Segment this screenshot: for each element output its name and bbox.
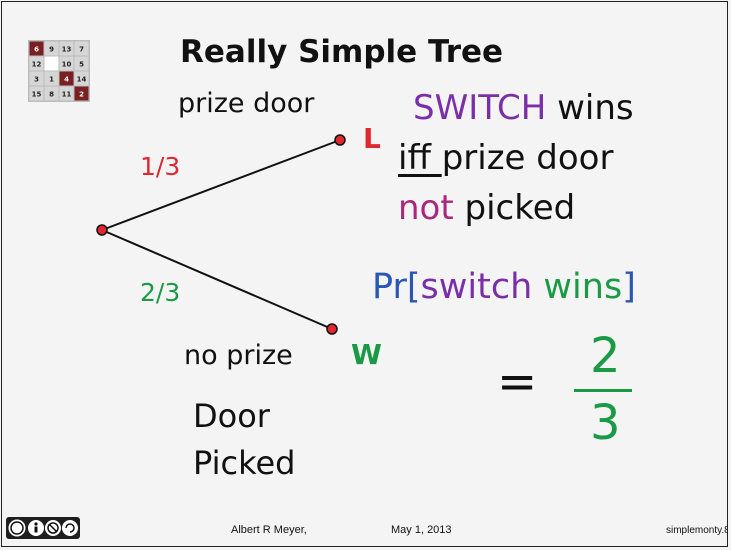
- rule-line-2: iff prize door: [398, 138, 613, 178]
- bottom-branch-label: no prize: [184, 340, 293, 371]
- bottom-outcome-label: W: [351, 338, 382, 371]
- rule-not-word: not: [398, 188, 454, 228]
- tree-branch-top: [101, 139, 341, 231]
- puzzle-tile-label: 10: [62, 61, 72, 69]
- fraction-bar: [574, 389, 632, 392]
- rule-line-1: SWITCH wins: [413, 88, 634, 128]
- puzzle-tile: [74, 41, 89, 56]
- probability-expression: Pr[switch wins]: [372, 267, 636, 307]
- pr-close: ]: [622, 267, 636, 307]
- tree-root-node: [96, 224, 108, 236]
- puzzle-tile-label: 14: [77, 76, 87, 84]
- top-branch-label: prize door: [178, 88, 315, 119]
- puzzle-tile-label: 5: [79, 61, 84, 69]
- puzzle-tile-label: 4: [64, 76, 69, 84]
- rule-prize-door: prize door: [441, 138, 614, 178]
- bottom-branch-probability: 2/3: [140, 278, 181, 307]
- footer-author: Albert R Meyer,: [231, 524, 307, 536]
- puzzle-tile: [59, 56, 74, 71]
- pr-switch-word: switch: [420, 267, 533, 307]
- pr-wins-word: wins: [543, 267, 623, 307]
- puzzle-tile: [29, 56, 44, 71]
- puzzle-tile: [74, 86, 89, 101]
- tree-leaf-top-node: [334, 134, 346, 146]
- puzzle-tile: [44, 86, 59, 101]
- creative-commons-by-nc-sa-icon: [6, 517, 80, 539]
- puzzle-tile-label: 7: [79, 46, 84, 54]
- rule-switch-word: SWITCH: [413, 88, 547, 128]
- slide-title: Really Simple Tree: [180, 34, 504, 70]
- puzzle-tile: [74, 71, 89, 86]
- rule-wins-word: wins: [546, 88, 634, 128]
- puzzle-tile: [44, 71, 59, 86]
- top-outcome-label: L: [363, 122, 381, 155]
- puzzle-tile-label: 6: [34, 46, 39, 54]
- puzzle-tile: [74, 56, 89, 71]
- pr-space: [532, 267, 543, 307]
- tree-leaf-bottom-node: [326, 323, 338, 335]
- footer-date: May 1, 2013: [391, 524, 452, 536]
- root-label-line2: Picked: [193, 444, 296, 482]
- puzzle-tile: [29, 86, 44, 101]
- rule-line-3: not picked: [398, 188, 575, 228]
- puzzle-tile: [59, 71, 74, 86]
- fraction-numerator: 2: [590, 328, 621, 384]
- pr-open: Pr[: [372, 267, 421, 307]
- rule-picked-word: picked: [453, 188, 576, 228]
- puzzle-tile-label: 2: [79, 91, 84, 99]
- fraction-denominator: 3: [590, 395, 621, 451]
- puzzle-tile-label: 3: [34, 76, 39, 84]
- footer-slide-id: simplemonty.8: [666, 525, 728, 536]
- puzzle-tile-label: 9: [49, 46, 54, 54]
- puzzle-tile-label: 13: [62, 46, 72, 54]
- tree-branch-bottom: [101, 229, 333, 330]
- puzzle-tile: [44, 41, 59, 56]
- root-label-line1: Door: [193, 397, 270, 435]
- puzzle-tile: [29, 71, 44, 86]
- puzzle-tile: [59, 41, 74, 56]
- puzzle-tile-label: 15: [32, 91, 42, 99]
- top-branch-probability: 1/3: [140, 152, 181, 181]
- cc-badge-graphic: [8, 519, 78, 537]
- puzzle-tile: [29, 41, 44, 56]
- equals-sign: =: [497, 354, 538, 410]
- puzzle-tile-label: 11: [62, 91, 72, 99]
- puzzle-tile-label: 8: [49, 91, 54, 99]
- rule-iff-word: iff: [398, 138, 442, 178]
- puzzle-tile-label: 12: [32, 61, 42, 69]
- puzzle-tile-label: 1: [49, 76, 54, 84]
- puzzle-tile: [44, 56, 59, 71]
- puzzle-tile: [59, 86, 74, 101]
